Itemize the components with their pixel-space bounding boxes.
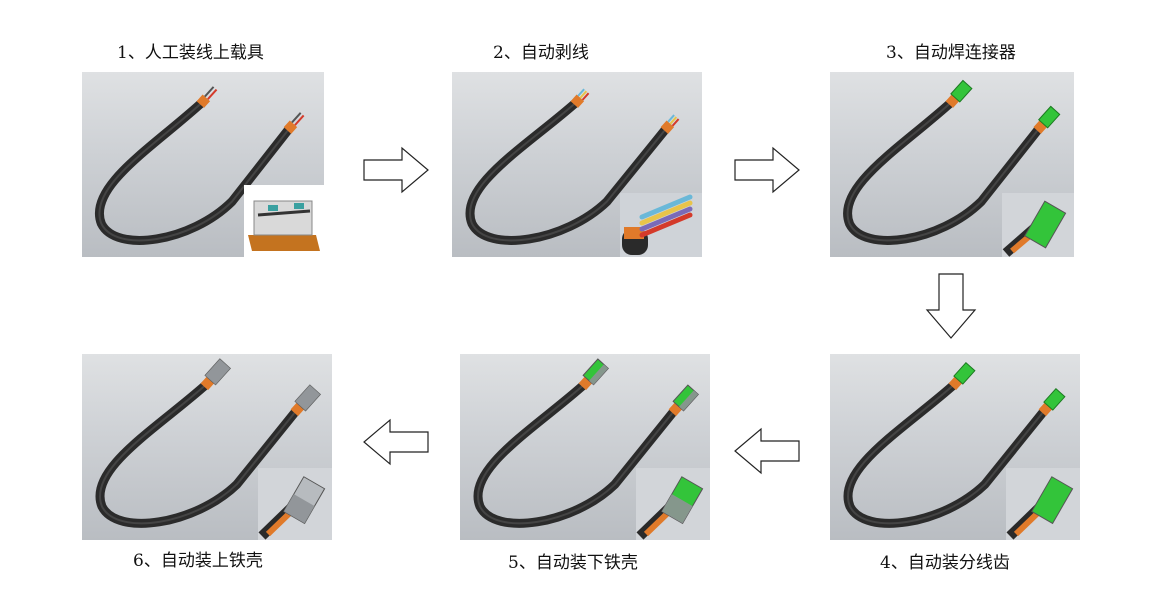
arrow-left-icon	[734, 427, 800, 475]
inset-photo	[244, 185, 324, 257]
cable-drawing	[95, 358, 321, 528]
step-6-image	[82, 354, 332, 540]
step-2-image	[452, 72, 702, 257]
step-4-image	[830, 354, 1080, 540]
cable-drawing	[843, 361, 1066, 528]
inset-photo	[620, 193, 702, 257]
arrow-down-icon	[925, 273, 977, 339]
cable-drawing	[843, 79, 1061, 245]
inset-photo	[1006, 468, 1080, 540]
inset-photo	[636, 468, 710, 540]
step-1-image	[82, 72, 324, 257]
step-2-label: 2、自动剥线	[493, 43, 589, 63]
cable-drawing	[465, 88, 680, 245]
step-3-image	[830, 72, 1074, 257]
arrow-right-icon	[363, 146, 429, 194]
step-1-label: 1、人工装线上载具	[117, 43, 264, 63]
cable-drawing	[473, 358, 699, 528]
arrow-right-icon	[734, 146, 800, 194]
step-6-label: 6、自动装上铁壳	[133, 551, 263, 571]
step-5-image	[460, 354, 710, 540]
inset-photo	[1002, 193, 1074, 257]
step-3-label: 3、自动焊连接器	[886, 43, 1016, 63]
arrow-left-icon	[363, 418, 429, 466]
step-5-label: 5、自动装下铁壳	[508, 553, 638, 573]
cable-drawing	[94, 86, 305, 245]
inset-photo	[258, 468, 332, 540]
step-4-label: 4、自动装分线齿	[880, 553, 1010, 573]
